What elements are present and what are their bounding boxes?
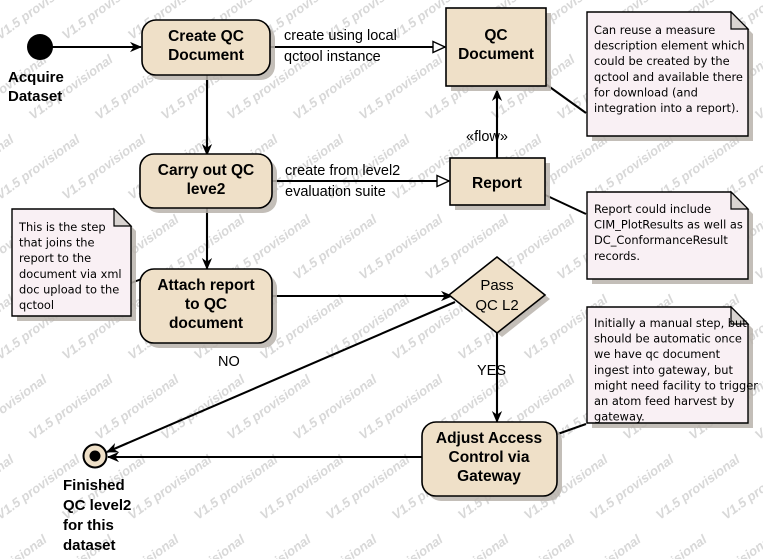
start-node <box>27 34 53 60</box>
edge-label-flow-stereotype: «flow» <box>466 129 508 145</box>
edge-label-no-branch: NO <box>218 354 240 370</box>
final-node <box>82 443 108 469</box>
object-report-label: Report <box>472 175 522 192</box>
object-report[interactable]: Report <box>449 157 550 210</box>
edge-decision-no-to-final <box>106 301 456 453</box>
edge-label-yes-branch: YES <box>477 363 506 379</box>
